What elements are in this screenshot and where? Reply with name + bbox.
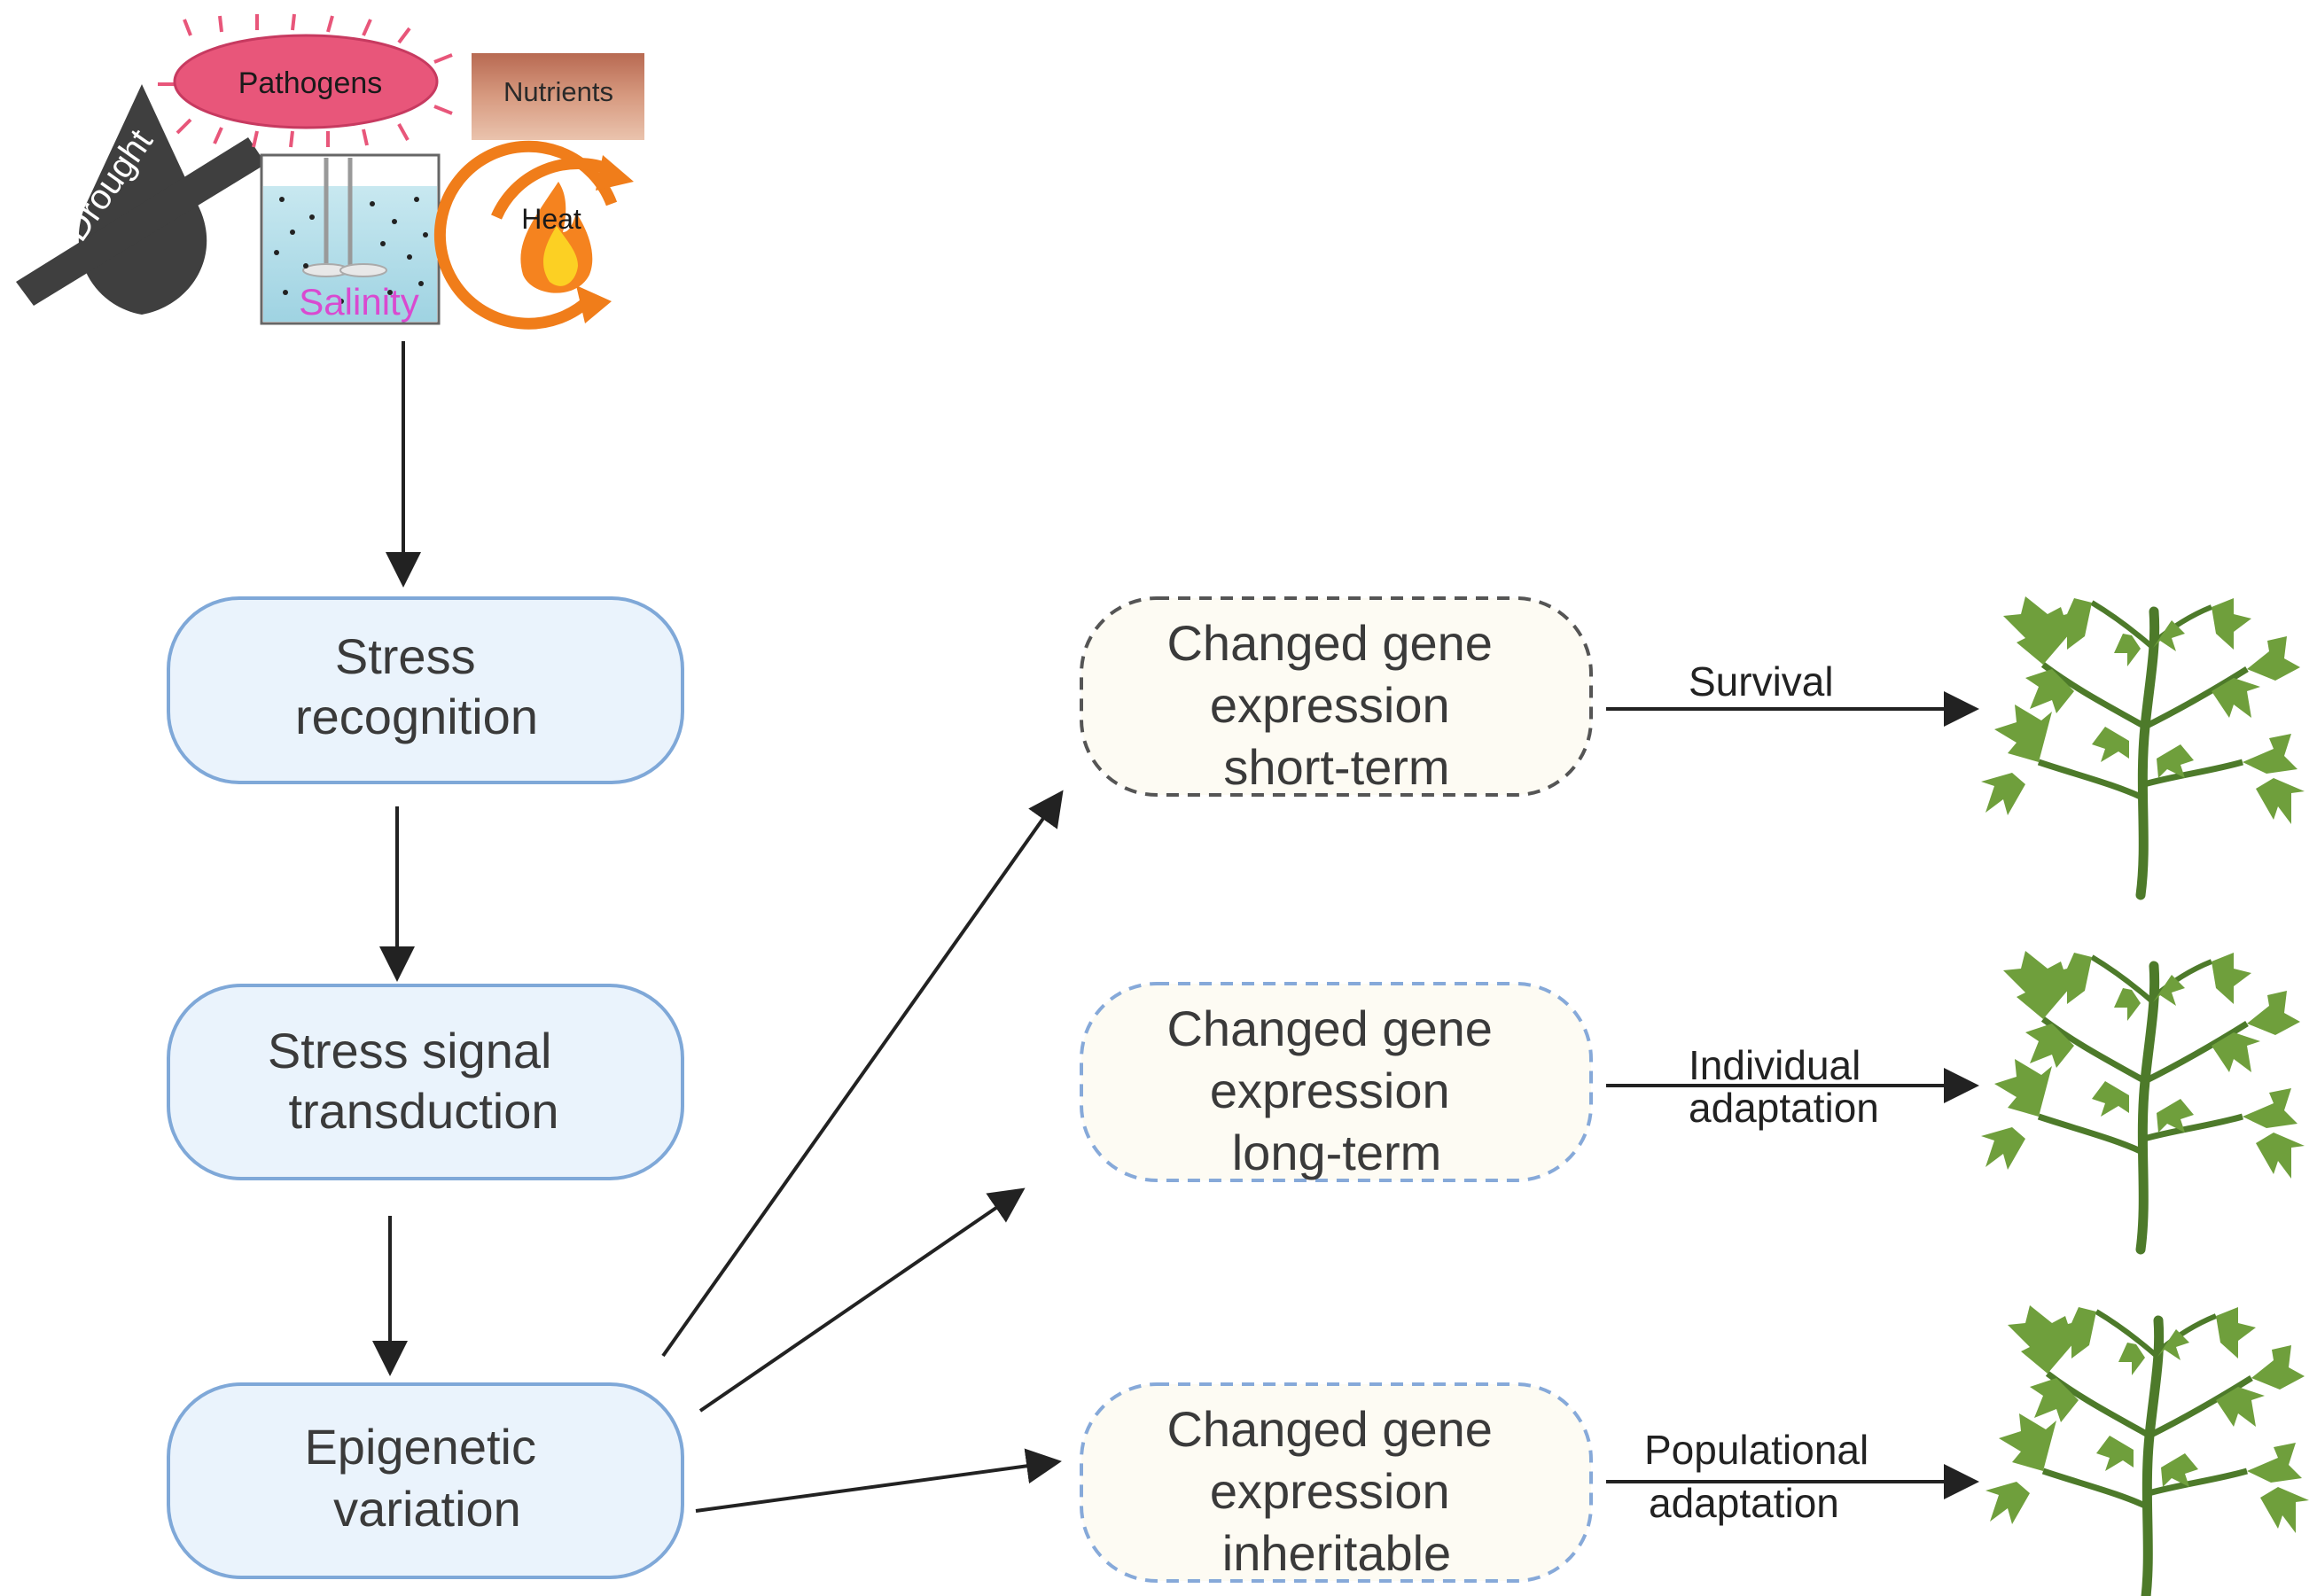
epigenetic-line-1: Epigenetic: [304, 1419, 536, 1475]
nutrients-label: Nutrients: [503, 76, 613, 107]
populational-adaptation-line-1: Populational: [1644, 1427, 1868, 1473]
salinity-label: Salinity: [299, 281, 418, 323]
arrow-epigenetic-to-long-term: [698, 1187, 1026, 1413]
plant-icon-3: [1985, 1305, 2309, 1596]
pathogen-icon: Pathogens: [158, 13, 453, 148]
epigenetic-variation-box: Epigenetic variation: [167, 1382, 684, 1579]
svg-text:Stress signal transduc: Stress signal transduction: [268, 1023, 566, 1139]
stress-pathway: Stress recognition Stress signal transdu…: [167, 341, 684, 1579]
short-term-line-2: expression: [1210, 677, 1450, 733]
stress-recognition-line-1: Stress: [335, 628, 476, 684]
inheritable-line-3: inheritable: [1222, 1525, 1451, 1581]
outcome-short-term: Changed gene expression short-term: [1080, 596, 1593, 797]
outcome-long-term: Changed gene expression long-term: [1080, 982, 1593, 1182]
inheritable-line-1: Changed gene: [1166, 1401, 1492, 1457]
result-arrows: Survival Individual adaptation Populatio…: [1606, 658, 1979, 1526]
arrow-epigenetic-to-inheritable: [695, 1448, 1062, 1513]
populational-adaptation-line-2: adaptation: [1649, 1480, 1839, 1526]
arrow-epigenetic-to-short-term: [661, 790, 1064, 1358]
svg-text:Individual adaptation: Individual adaptation: [1689, 1042, 1879, 1131]
inheritable-line-2: expression: [1210, 1463, 1450, 1519]
stress-recognition-box: Stress recognition: [167, 596, 684, 784]
diverging-arrows: [661, 790, 1064, 1513]
individual-adaptation-line-2: adaptation: [1689, 1085, 1879, 1131]
svg-text:Stress recognition: Stress recognition: [295, 628, 538, 744]
individual-adaptation-line-1: Individual: [1689, 1042, 1861, 1088]
long-term-line-3: long-term: [1232, 1125, 1442, 1180]
heat-label: Heat: [521, 203, 581, 235]
svg-text:Epigenetic variation: Epigenetic variation: [304, 1419, 550, 1537]
nutrients-icon: Nutrients: [472, 53, 644, 140]
stressors-cluster: Drought Pathogens Nutrients: [16, 13, 644, 330]
svg-text:Populational adaptation: Populational adaptation: [1644, 1427, 1880, 1526]
stress-recognition-line-2: recognition: [295, 689, 538, 744]
plant-icon-2: [1981, 951, 2305, 1250]
plant-icon: [1981, 596, 2305, 900]
stress-signal-transduction-box: Stress signal transduction: [167, 984, 684, 1180]
epigenetic-line-2: variation: [333, 1481, 521, 1537]
svg-text:Changed gene expression: Changed gene expression short-term: [1166, 615, 1506, 795]
outcome-inheritable: Changed gene expression inheritable: [1080, 1382, 1593, 1583]
pathogens-label: Pathogens: [238, 66, 383, 100]
heat-icon: Heat: [433, 140, 634, 330]
salinity-icon: Salinity: [260, 153, 441, 325]
short-term-line-3: short-term: [1223, 739, 1449, 795]
long-term-line-2: expression: [1210, 1063, 1450, 1118]
svg-text:Changed gene expression: Changed gene expression long-term: [1166, 1000, 1506, 1180]
long-term-line-1: Changed gene: [1166, 1000, 1492, 1056]
survival-label: Survival: [1689, 658, 1834, 705]
stress-transduction-line-2: transduction: [288, 1083, 558, 1139]
short-term-line-1: Changed gene: [1166, 615, 1492, 671]
stress-transduction-line-1: Stress signal: [268, 1023, 552, 1078]
svg-text:Changed gene expression: Changed gene expression inheritable: [1166, 1401, 1506, 1581]
